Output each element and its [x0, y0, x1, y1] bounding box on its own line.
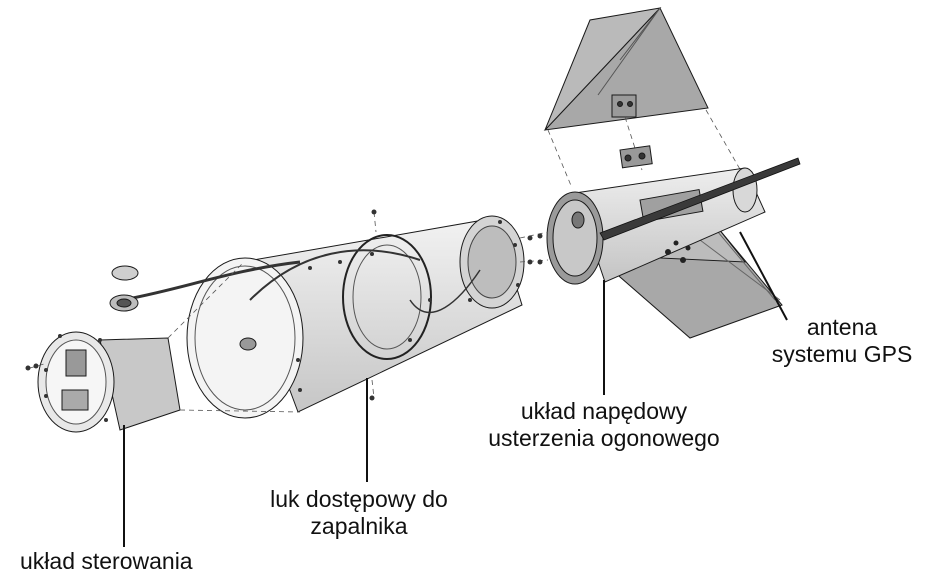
leader-antena-gps: [739, 231, 788, 321]
harness-cable: [109, 260, 301, 312]
label-uklad-sterowania: układ sterowania: [20, 548, 193, 574]
assembly-axes: [29, 211, 549, 413]
gps-antenna: [599, 157, 801, 241]
label-uklad-napedowy: układ napędowy usterzenia ogonowego: [463, 398, 745, 452]
label-antena-line1: antena: [806, 314, 878, 340]
label-luk-line2: zapalnika: [310, 513, 408, 539]
leader-lines: [123, 231, 788, 547]
mid-body-section: [186, 215, 525, 419]
label-naped-line1: układ napędowy: [520, 398, 688, 424]
label-antena-gps: antena systemu GPS: [757, 314, 927, 368]
upper-tail-fin: [543, 7, 709, 131]
label-antena-line2: systemu GPS: [771, 341, 913, 367]
label-naped-line2: usterzenia ogonowego: [488, 425, 720, 451]
loose-fasteners: [25, 209, 543, 401]
tail-section: [546, 145, 766, 285]
guidance-section: [37, 331, 181, 433]
label-luk-dostepowy: luk dostępowy do zapalnika: [243, 486, 475, 540]
label-luk-line1: luk dostępowy do: [270, 486, 448, 512]
